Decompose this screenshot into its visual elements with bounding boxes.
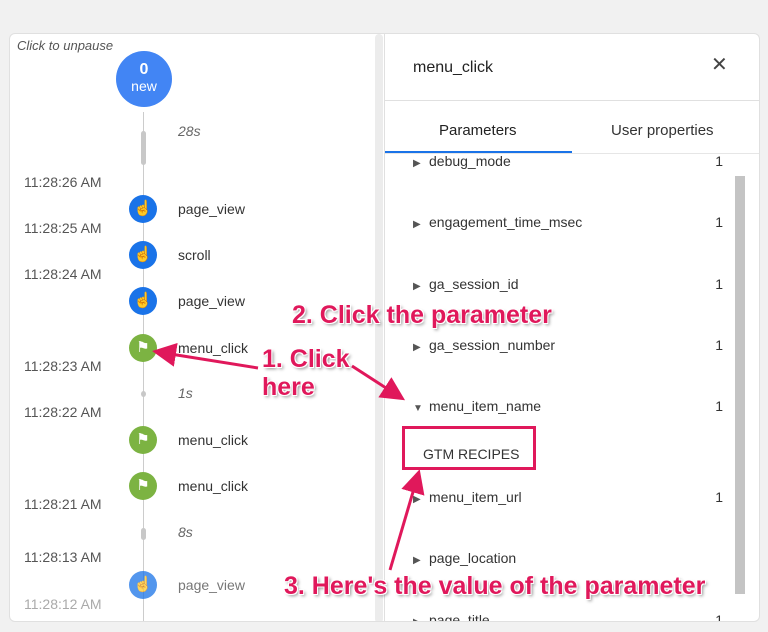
close-icon[interactable]: ✕ bbox=[711, 54, 728, 76]
timestamp: 11:28:13 AM bbox=[24, 549, 102, 565]
event-label[interactable]: menu_click bbox=[178, 478, 249, 494]
event-label[interactable]: menu_click bbox=[178, 432, 249, 448]
annotation-step2: 2. Click the parameter bbox=[292, 301, 552, 329]
gap-duration: 8s bbox=[178, 524, 193, 540]
caret-right-icon: ▶ bbox=[413, 158, 421, 169]
divider bbox=[385, 100, 759, 101]
arrow-step2 bbox=[351, 364, 406, 401]
active-tab-indicator bbox=[385, 151, 572, 153]
flag-icon[interactable]: ⚑ bbox=[129, 426, 157, 454]
timeline-scrollbar[interactable] bbox=[375, 34, 383, 621]
param-value: GTM RECIPES bbox=[423, 446, 520, 462]
param-row[interactable]: ▶ menu_item_url 1 bbox=[413, 489, 723, 505]
arrow-step1 bbox=[152, 342, 259, 370]
annotation-step3: 3. Here's the value of the parameter bbox=[284, 572, 706, 600]
gap-marker bbox=[141, 391, 146, 397]
param-row[interactable]: ▶ engagement_time_msec 1 bbox=[413, 214, 723, 230]
annotation-step1: 1. Click here bbox=[262, 345, 350, 401]
event-title: menu_click bbox=[413, 59, 494, 76]
timestamp: 11:28:23 AM bbox=[24, 358, 102, 374]
param-count: 1 bbox=[715, 214, 723, 230]
param-name: menu_item_url bbox=[429, 489, 522, 505]
timestamp: 11:28:22 AM bbox=[24, 404, 102, 420]
param-row[interactable]: ▶ page_location bbox=[413, 550, 723, 566]
tab-user-properties[interactable]: User properties bbox=[611, 122, 714, 139]
gap-duration: 28s bbox=[178, 123, 201, 139]
event-label[interactable]: page_view bbox=[178, 201, 245, 217]
unpause-button[interactable]: Click to unpause bbox=[17, 38, 114, 53]
event-label[interactable]: scroll bbox=[178, 247, 211, 263]
flag-icon[interactable]: ⚑ bbox=[129, 472, 157, 500]
touch-icon[interactable]: ☝ bbox=[129, 195, 157, 223]
event-label[interactable]: page_view bbox=[178, 577, 245, 593]
param-name: page_location bbox=[429, 550, 517, 566]
timeline-line bbox=[143, 112, 144, 621]
caret-right-icon: ▶ bbox=[413, 342, 421, 353]
caret-right-icon: ▶ bbox=[413, 494, 421, 505]
param-count: 1 bbox=[715, 276, 723, 292]
param-row-expanded[interactable]: ▼ menu_item_name 1 bbox=[413, 398, 723, 414]
timestamp: 11:28:12 AM bbox=[24, 596, 102, 612]
param-row[interactable]: ▶ debug_mode 1 bbox=[413, 153, 723, 169]
param-count: 1 bbox=[715, 337, 723, 353]
param-name: ga_session_number bbox=[429, 337, 556, 353]
tab-parameters[interactable]: Parameters bbox=[439, 122, 517, 139]
event-label[interactable]: menu_click bbox=[178, 340, 249, 356]
param-name: page_title bbox=[429, 612, 490, 622]
timestamp: 11:28:21 AM bbox=[24, 496, 102, 512]
param-name: ga_session_id bbox=[429, 276, 519, 292]
timestamp: 11:28:26 AM bbox=[24, 174, 102, 190]
gap-marker bbox=[141, 528, 146, 540]
caret-right-icon: ▶ bbox=[413, 617, 429, 621]
param-name: menu_item_name bbox=[429, 398, 542, 414]
new-count: 0 bbox=[139, 61, 149, 78]
param-count: 1 bbox=[715, 153, 723, 169]
param-count: 1 bbox=[715, 398, 723, 414]
caret-down-icon: ▼ bbox=[413, 403, 423, 414]
arrow-step3 bbox=[388, 469, 425, 571]
event-detail-panel: menu_click ✕ Parameters User properties … bbox=[384, 34, 759, 622]
touch-icon[interactable]: ☝ bbox=[129, 241, 157, 269]
param-count: 1 bbox=[715, 489, 723, 505]
param-count: 1 bbox=[715, 612, 723, 622]
caret-right-icon: ▶ bbox=[413, 281, 421, 292]
param-row[interactable]: ▶ ga_session_number 1 bbox=[413, 337, 723, 353]
params-scrollbar[interactable] bbox=[735, 176, 745, 594]
timestamp: 11:28:24 AM bbox=[24, 266, 102, 282]
event-label[interactable]: page_view bbox=[178, 293, 245, 309]
touch-icon[interactable]: ☝ bbox=[129, 287, 157, 315]
caret-right-icon: ▶ bbox=[413, 219, 421, 230]
caret-right-icon: ▶ bbox=[413, 555, 421, 566]
timestamp: 11:28:25 AM bbox=[24, 220, 102, 236]
param-row[interactable]: ▶ ga_session_id 1 bbox=[413, 276, 723, 292]
divider bbox=[385, 153, 759, 154]
value-highlight-box bbox=[402, 426, 536, 470]
param-name: debug_mode bbox=[429, 153, 511, 169]
gap-marker bbox=[141, 131, 146, 165]
new-label: new bbox=[131, 78, 157, 94]
gap-duration: 1s bbox=[178, 385, 193, 401]
param-name: engagement_time_msec bbox=[429, 214, 583, 230]
param-row[interactable]: ▶page_title 1 bbox=[413, 612, 723, 622]
touch-icon[interactable]: ☝ bbox=[129, 571, 157, 599]
